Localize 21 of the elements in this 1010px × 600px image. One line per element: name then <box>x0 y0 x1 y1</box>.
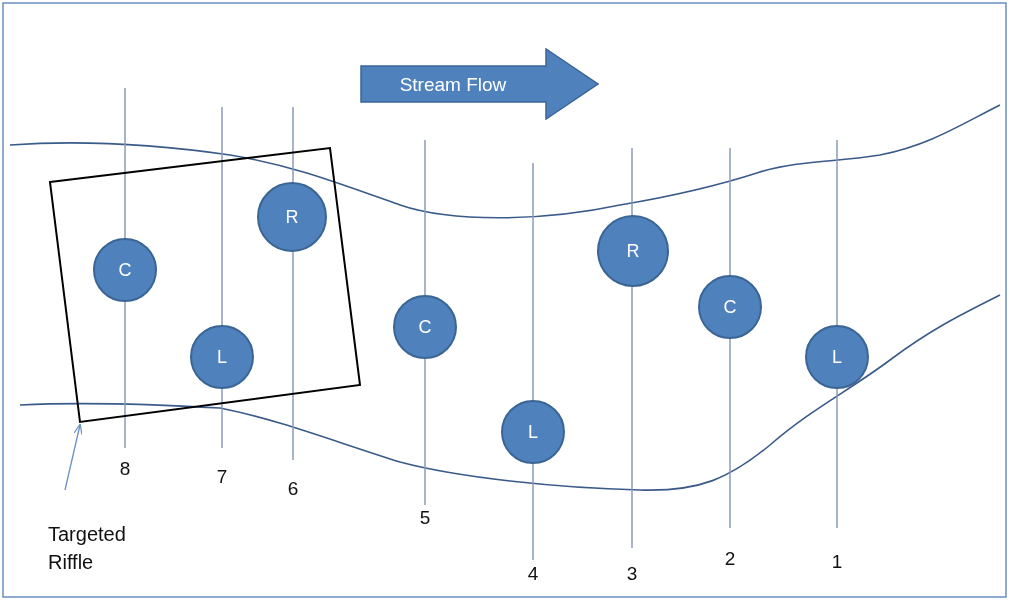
block-arrow <box>360 48 600 120</box>
sample-circle: L <box>501 400 565 464</box>
transect-number: 1 <box>831 551 843 573</box>
sample-circle: L <box>190 325 254 389</box>
transect-number: 6 <box>287 478 299 500</box>
leader-line <box>64 423 83 491</box>
sample-circle: L <box>805 325 869 389</box>
arrow-label: Stream Flow <box>398 74 508 96</box>
transect-number: 4 <box>527 563 539 585</box>
sample-circle: C <box>93 238 157 302</box>
riffle-outline <box>48 146 362 424</box>
sample-circle: C <box>698 275 762 339</box>
sample-circle: R <box>597 215 669 287</box>
transect-number: 3 <box>626 563 638 585</box>
callout-text: Targeted Riffle <box>48 520 158 580</box>
transect-number: 7 <box>216 466 228 488</box>
transect-number: 8 <box>119 458 131 480</box>
transect-number: 2 <box>724 548 736 570</box>
sample-circle: R <box>257 182 327 252</box>
transect-number: 5 <box>419 507 431 529</box>
sample-circle: C <box>393 295 457 359</box>
